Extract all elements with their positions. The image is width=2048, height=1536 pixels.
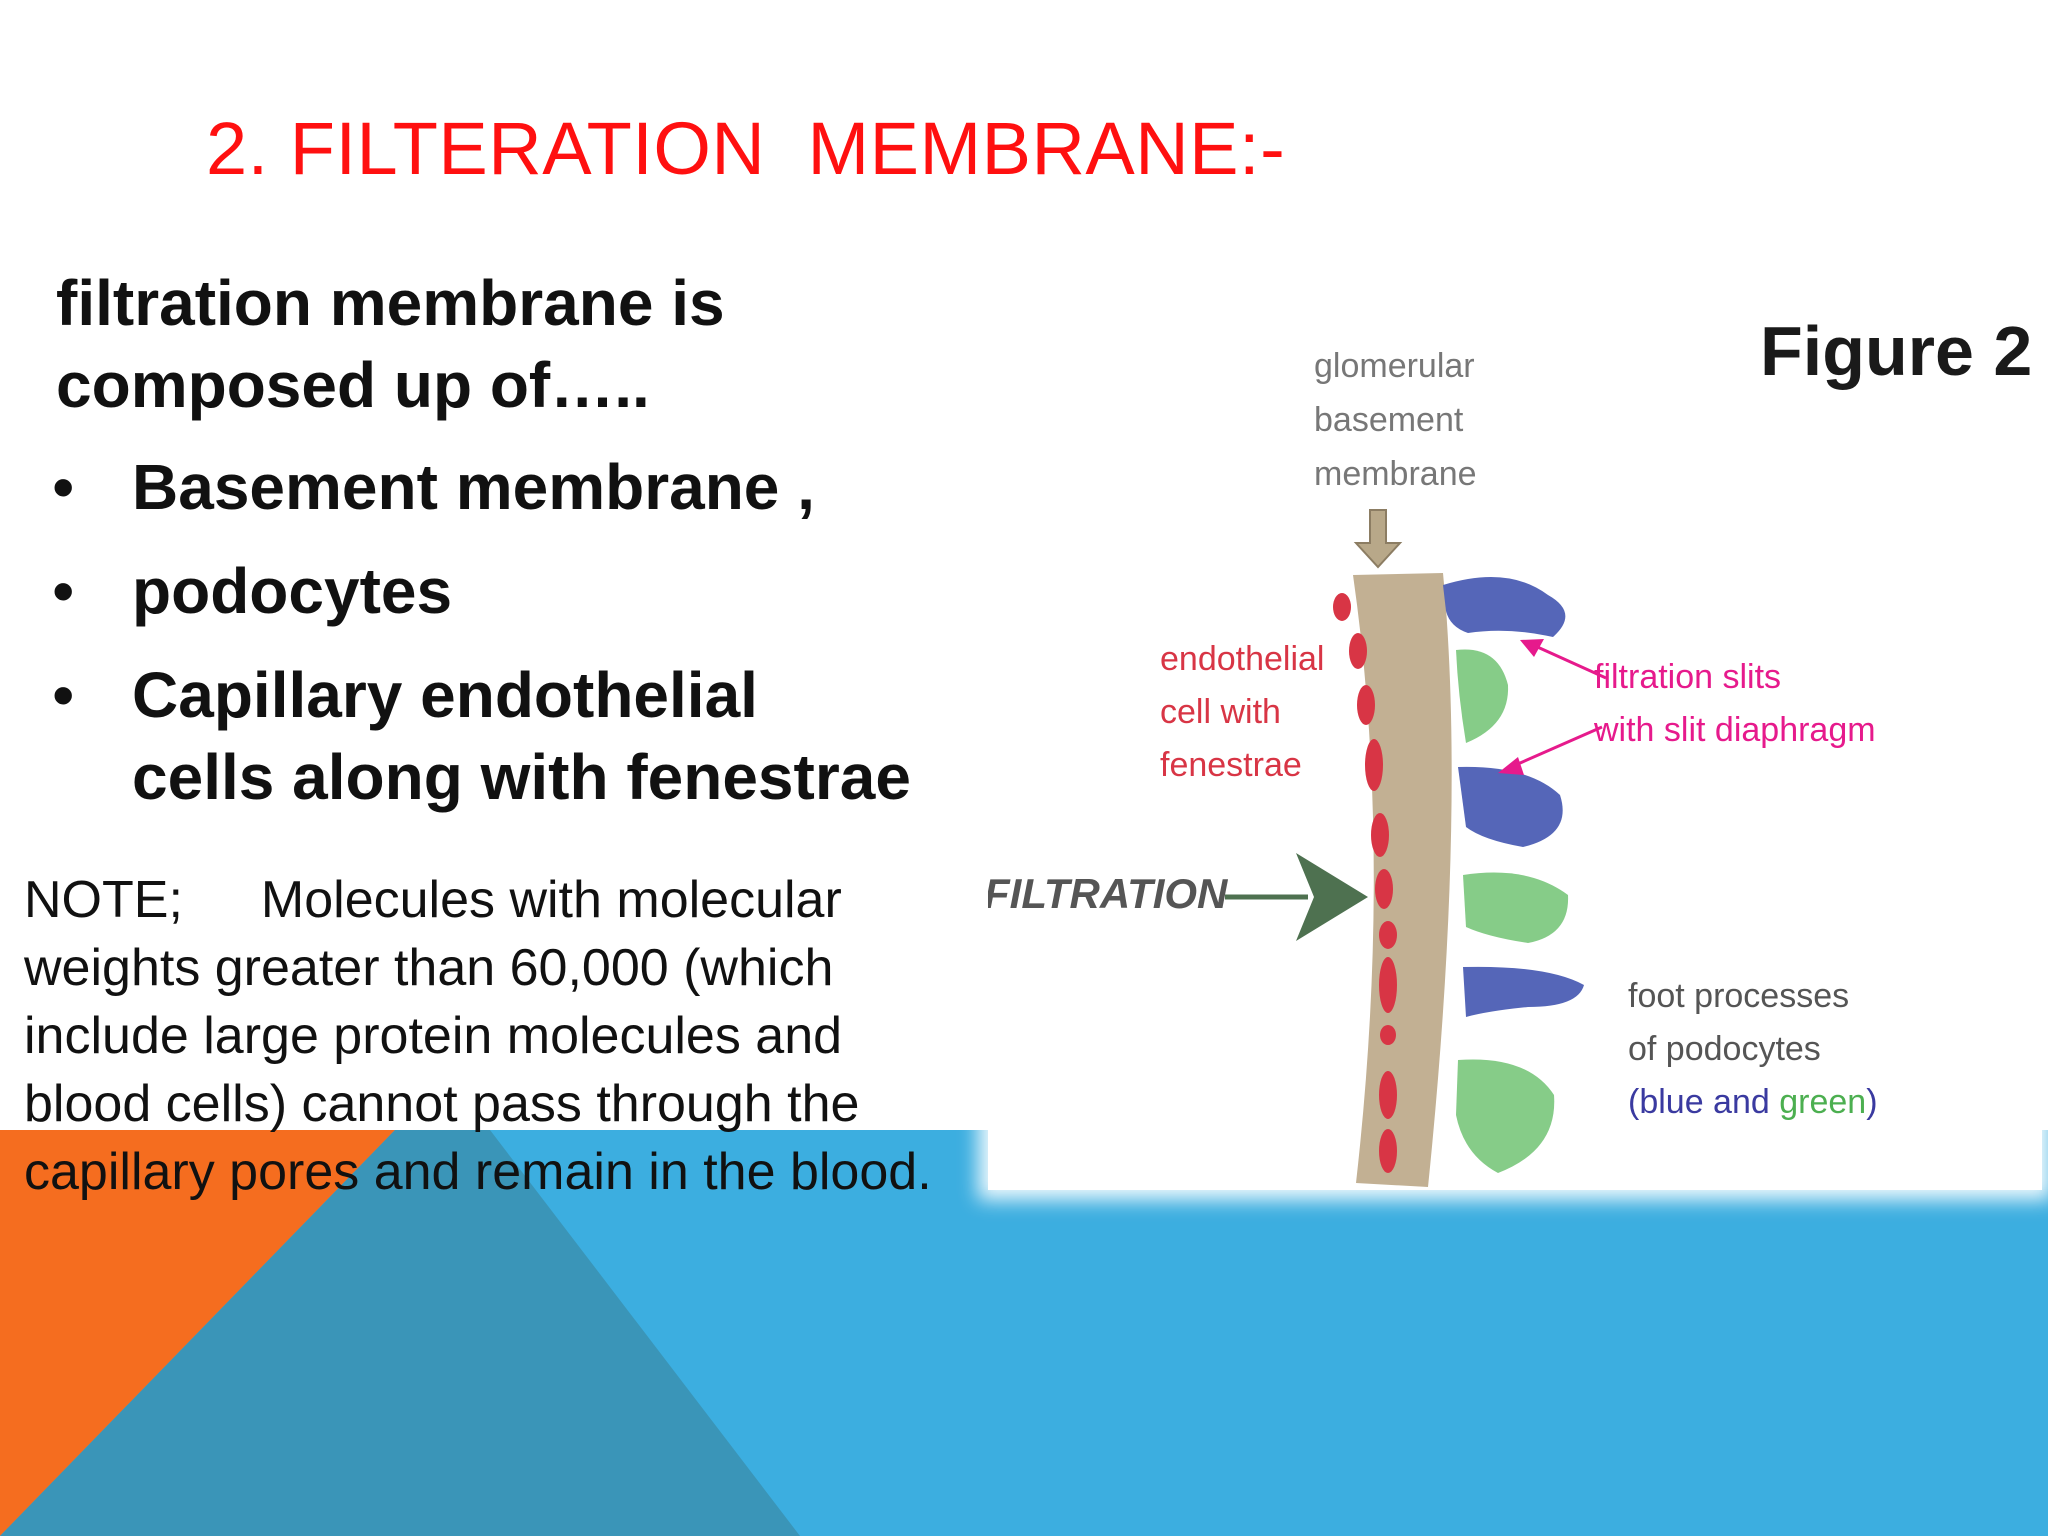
label-slits-line1: filtration slits (1594, 658, 1781, 696)
podocyte-blue-2 (1458, 766, 1563, 847)
slide-title: 2. FILTERATION MEMBRANE:- (206, 107, 1286, 190)
label-endothelial-line3: fenestrae (1160, 746, 1302, 784)
endothelial-cells (1333, 593, 1397, 1173)
label-foot-line1: foot processes (1628, 977, 1849, 1015)
label-colors-open: (blue and (1628, 1083, 1779, 1121)
list-item: • Capillary endothelial cells along with… (52, 654, 912, 818)
label-gbm-line1: glomerular (1314, 347, 1475, 385)
filtration-arrow-icon (1225, 853, 1368, 941)
label-endothelial-line2: cell with (1160, 693, 1281, 731)
podocyte-blue-3 (1463, 966, 1584, 1017)
bullet-icon: • (52, 659, 75, 731)
podocyte-green-2 (1463, 872, 1569, 943)
label-filtration: FILTRATION (988, 870, 1229, 917)
label-slits-line2: with slit diaphragm (1593, 711, 1876, 749)
list-item: • Basement membrane , (52, 446, 912, 528)
figure-panel: Figure 2 glomerular basement membrane (988, 295, 2042, 1190)
label-foot-line2: of podocytes (1628, 1030, 1821, 1068)
podocyte-green-3 (1456, 1059, 1555, 1173)
filtration-slit-arrows (1498, 639, 1607, 775)
label-colors: (blue and green) (1628, 1083, 1878, 1121)
bullet-icon: • (52, 555, 75, 627)
down-arrow-icon (1353, 509, 1403, 569)
intro-text: filtration membrane is composed up of….. (56, 267, 725, 421)
label-gbm-line2: basement (1314, 401, 1464, 439)
podocyte-blue-1 (1443, 577, 1566, 637)
note-body: Molecules with molecular weights greater… (24, 871, 932, 1201)
background-teal-triangle (0, 1130, 800, 1536)
list-item: • podocytes (52, 550, 912, 632)
basement-membrane-band (1353, 573, 1452, 1187)
list-item-label: Basement membrane , (132, 451, 815, 523)
podocyte-green-1 (1456, 649, 1509, 743)
list-item-label: podocytes (132, 555, 453, 627)
filtration-membrane-diagram: Figure 2 glomerular basement membrane (988, 312, 2032, 1187)
note-lead: NOTE; (24, 871, 183, 929)
note-paragraph: NOTE;Molecules with molecular weights gr… (24, 866, 964, 1206)
bullet-icon: • (52, 451, 75, 523)
label-colors-green: green (1779, 1083, 1866, 1121)
label-colors-close: ) (1866, 1083, 1877, 1121)
label-gbm-line3: membrane (1314, 455, 1477, 493)
component-list: • Basement membrane , • podocytes • Capi… (52, 446, 912, 840)
figure-heading: Figure 2 (1760, 312, 2032, 390)
list-item-label: Capillary endothelial cells along with f… (132, 659, 911, 813)
label-endothelial-line1: endothelial (1160, 640, 1324, 678)
